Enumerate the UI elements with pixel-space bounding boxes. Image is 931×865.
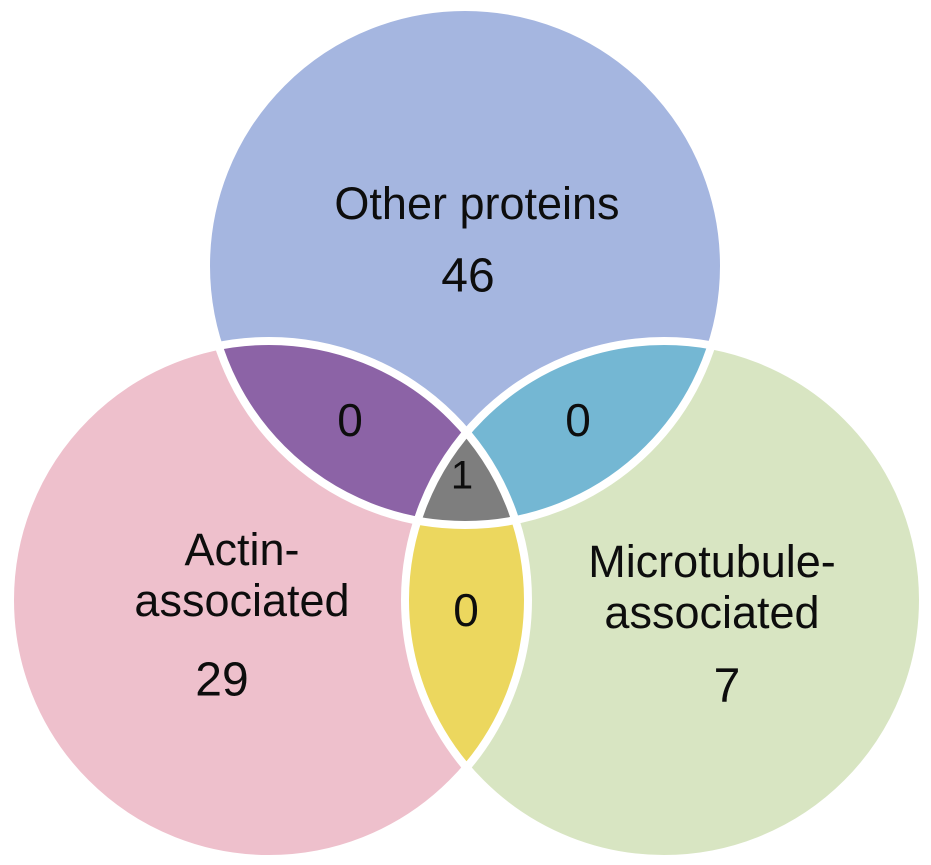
set-label-actin-line2: associated — [134, 575, 349, 626]
set-label-microtubule-line2: associated — [604, 587, 819, 638]
outline-microtubule — [401, 337, 927, 863]
intersection-count-all-three: 1 — [451, 454, 473, 498]
set-count-other: 46 — [441, 250, 494, 303]
intersection-count-actin-microtubule: 0 — [453, 584, 479, 636]
outline-actin — [6, 337, 532, 863]
outline-other — [202, 3, 728, 529]
set-label-microtubule-line1: Microtubule- — [588, 536, 836, 587]
set-label-other: Other proteins — [334, 178, 619, 229]
intersection-count-other-actin: 0 — [337, 394, 363, 446]
set-label-actin-line1: Actin- — [184, 524, 299, 575]
set-count-actin: 29 — [195, 654, 248, 707]
intersection-count-other-microtubule: 0 — [565, 394, 591, 446]
region-other-microtubule — [405, 341, 724, 525]
set-count-microtubule: 7 — [714, 660, 741, 713]
region-other-actin — [206, 341, 528, 525]
venn-outlines — [6, 3, 927, 863]
